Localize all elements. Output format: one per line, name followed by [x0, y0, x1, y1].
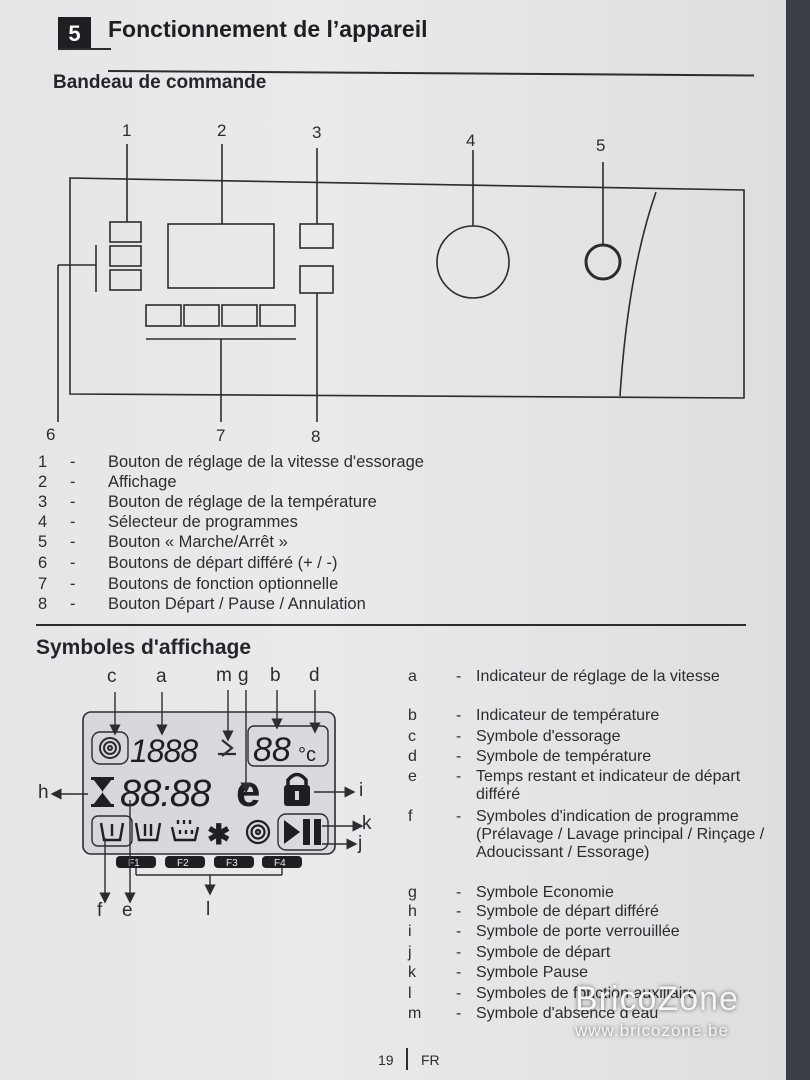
label-e: e: [122, 900, 133, 921]
pause-icon-bar: [314, 819, 321, 845]
spin-icon: [99, 737, 121, 759]
label-a: a: [156, 666, 167, 687]
label-l: l: [206, 899, 211, 920]
panel-outline: [69, 177, 745, 399]
section-number: 5: [58, 17, 91, 50]
f4-badge: [262, 856, 302, 868]
program-selector-knob: [436, 225, 510, 299]
label-f: f: [97, 900, 103, 921]
eco-symbol: e: [236, 767, 260, 816]
spin-button-3: [109, 269, 142, 291]
rinse-icon: [170, 826, 200, 842]
label-h: h: [38, 782, 49, 803]
lcd-temp-unit: °c: [298, 744, 316, 766]
option-button-3: [221, 304, 258, 327]
softener-icon: ✱: [207, 819, 230, 850]
f2-label: F2: [177, 858, 189, 869]
f1-badge: [116, 856, 156, 868]
f3-label: F3: [226, 858, 238, 869]
lcd-body: [82, 711, 336, 855]
watermark-brand: BricoZone: [575, 980, 739, 1018]
callout-7: 7: [216, 426, 226, 445]
label-j: j: [358, 833, 363, 854]
temp-button: [299, 223, 334, 249]
spin-button-2: [109, 245, 142, 267]
label-c: c: [107, 666, 117, 687]
label-d: d: [309, 665, 320, 686]
label-g: g: [238, 665, 249, 686]
label-b: b: [270, 665, 281, 686]
label-m: m: [216, 665, 232, 686]
start-icon: [284, 820, 300, 844]
rinse-icon-drops: [176, 820, 194, 834]
callout-4: 4: [466, 131, 476, 150]
option-button-4: [259, 304, 296, 327]
no-water-icon: [218, 739, 236, 757]
lcd-time-digits: 88:88: [120, 773, 211, 815]
f3-badge: [214, 856, 254, 868]
f4-label: F4: [274, 858, 286, 869]
lcd-speed-digits: 1888: [130, 733, 198, 769]
lock-icon: [284, 772, 310, 806]
callout-1: 1: [122, 121, 132, 140]
panel-curve: [619, 191, 657, 397]
callout-6: 6: [46, 425, 56, 444]
callout-8: 8: [311, 427, 321, 446]
prewash-icon: [99, 822, 125, 842]
header-rule: [58, 48, 111, 50]
callout-2: 2: [217, 121, 227, 140]
panel-section-title: Bandeau de commande: [53, 72, 267, 93]
spin-program-icon: [245, 819, 271, 845]
spin-button-1: [109, 221, 142, 243]
label-k: k: [362, 813, 372, 834]
control-panel-diagram: [57, 144, 745, 422]
f1-label: F1: [128, 858, 140, 869]
f2-badge: [165, 856, 205, 868]
option-button-1: [145, 304, 182, 327]
watermark-url: www.bricozone.be: [575, 1021, 729, 1040]
lcd-temp-digits: 88: [253, 731, 291, 769]
lcd-symbols-diagram: 1888 88 °c 88:88 e: [50, 690, 364, 904]
hourglass-icon: [91, 777, 114, 807]
main-wash-icon-bars: [143, 824, 153, 836]
start-pause-button: [299, 265, 334, 294]
power-button: [584, 243, 622, 281]
section-title: Fonctionnement de l’appareil: [108, 16, 428, 42]
main-wash-icon: [134, 822, 162, 842]
section-rule: [36, 624, 746, 626]
display-outline: [167, 223, 275, 289]
option-button-2: [183, 304, 220, 327]
language-code: FR: [421, 1052, 440, 1068]
pause-icon: [303, 819, 310, 845]
display-section-title: Symboles d'affichage: [36, 636, 252, 659]
callout-3: 3: [312, 123, 322, 142]
footer-divider: [406, 1048, 408, 1070]
callout-5: 5: [596, 136, 606, 155]
watermark: BricoZone www.bricozone.be: [575, 980, 739, 1041]
label-i: i: [359, 780, 364, 801]
page-number: 19: [378, 1052, 394, 1068]
manual-page: 5 Fonctionnement de l’appareil Bandeau d…: [0, 0, 786, 1080]
